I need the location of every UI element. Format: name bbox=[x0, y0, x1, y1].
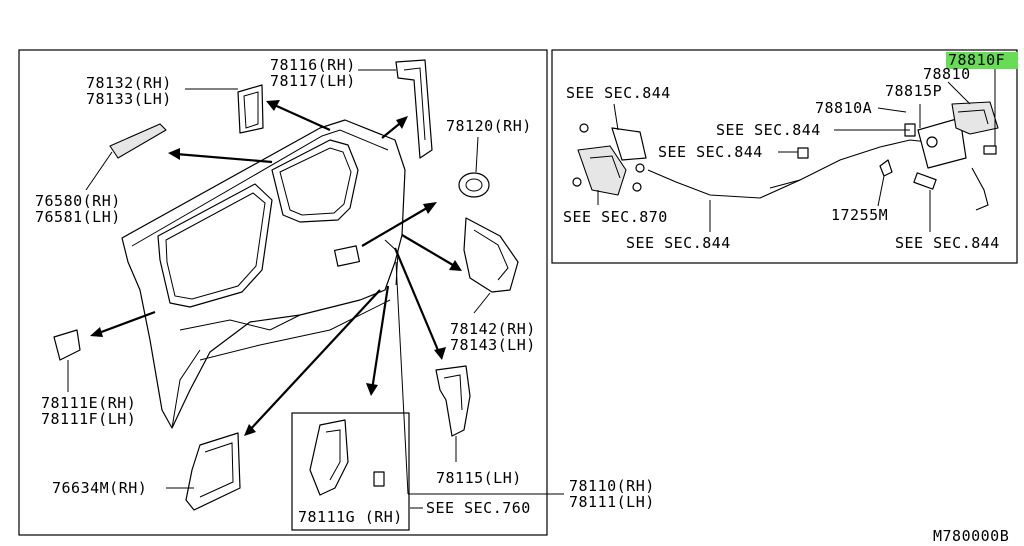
callout-78142[interactable]: 78142(RH) bbox=[450, 320, 536, 338]
callout-see-sec-844-top[interactable]: SEE SEC.844 bbox=[566, 84, 671, 102]
callout-78111f[interactable]: 78111F(LH) bbox=[41, 410, 136, 428]
callout-76581[interactable]: 76581(LH) bbox=[35, 208, 121, 226]
callout-78132[interactable]: 78132(RH) bbox=[86, 74, 172, 92]
right-leader-lines bbox=[597, 68, 996, 232]
part-76634m-panel bbox=[185, 432, 241, 511]
callout-78133[interactable]: 78133(LH) bbox=[86, 90, 172, 108]
part-78115-pillar bbox=[435, 365, 471, 437]
diagram-code: M780000B bbox=[933, 527, 1009, 545]
callout-78117[interactable]: 78117(LH) bbox=[270, 72, 356, 90]
callout-78143[interactable]: 78143(LH) bbox=[450, 336, 536, 354]
callout-78810a[interactable]: 78810A bbox=[815, 99, 872, 117]
callout-78111e[interactable]: 78111E(RH) bbox=[41, 394, 136, 412]
left-panel-frame bbox=[18, 49, 548, 536]
part-78132-bracket bbox=[237, 84, 264, 134]
callout-see-sec-844-right[interactable]: SEE SEC.844 bbox=[895, 234, 1000, 252]
callout-78116[interactable]: 78116(RH) bbox=[270, 56, 356, 74]
callout-76634m[interactable]: 76634M(RH) bbox=[52, 479, 147, 497]
callout-78810f[interactable]: 78810F bbox=[948, 51, 1005, 69]
arrows bbox=[90, 100, 462, 436]
callout-see-sec-870[interactable]: SEE SEC.870 bbox=[563, 208, 668, 226]
callout-78115[interactable]: 78115(LH) bbox=[436, 469, 522, 487]
leader-lines bbox=[67, 69, 564, 509]
part-78142-wheelhouse bbox=[463, 217, 519, 293]
callout-78111g[interactable]: 78111G (RH) bbox=[298, 508, 403, 526]
callout-78110[interactable]: 78110(RH) bbox=[569, 477, 655, 495]
right-panel-frame bbox=[551, 49, 1018, 264]
callout-see-sec-760[interactable]: SEE SEC.760 bbox=[426, 499, 531, 517]
callout-78120[interactable]: 78120(RH) bbox=[446, 117, 532, 135]
part-76580-moulding bbox=[109, 123, 167, 159]
callout-17255m[interactable]: 17255M bbox=[831, 206, 888, 224]
callout-highlight bbox=[946, 52, 1018, 69]
callout-78111[interactable]: 78111(LH) bbox=[569, 493, 655, 511]
callout-see-sec-844-mid[interactable]: SEE SEC.844 bbox=[716, 121, 821, 139]
callout-see-sec-844-bottom[interactable]: SEE SEC.844 bbox=[626, 234, 731, 252]
callout-see-sec-844-left[interactable]: SEE SEC.844 bbox=[658, 143, 763, 161]
part-78111e-gusset bbox=[53, 329, 81, 361]
part-78111g-extension bbox=[309, 419, 385, 496]
part-78120-housing bbox=[458, 172, 490, 198]
callout-78815p[interactable]: 78815P bbox=[885, 82, 942, 100]
body-side-outer-panel bbox=[121, 119, 406, 429]
inset-frame bbox=[291, 412, 410, 531]
part-78116-pillar bbox=[395, 59, 433, 159]
callout-78810[interactable]: 78810 bbox=[923, 65, 971, 83]
fuel-lid-opener-assembly bbox=[572, 101, 999, 211]
callout-76580[interactable]: 76580(RH) bbox=[35, 192, 121, 210]
